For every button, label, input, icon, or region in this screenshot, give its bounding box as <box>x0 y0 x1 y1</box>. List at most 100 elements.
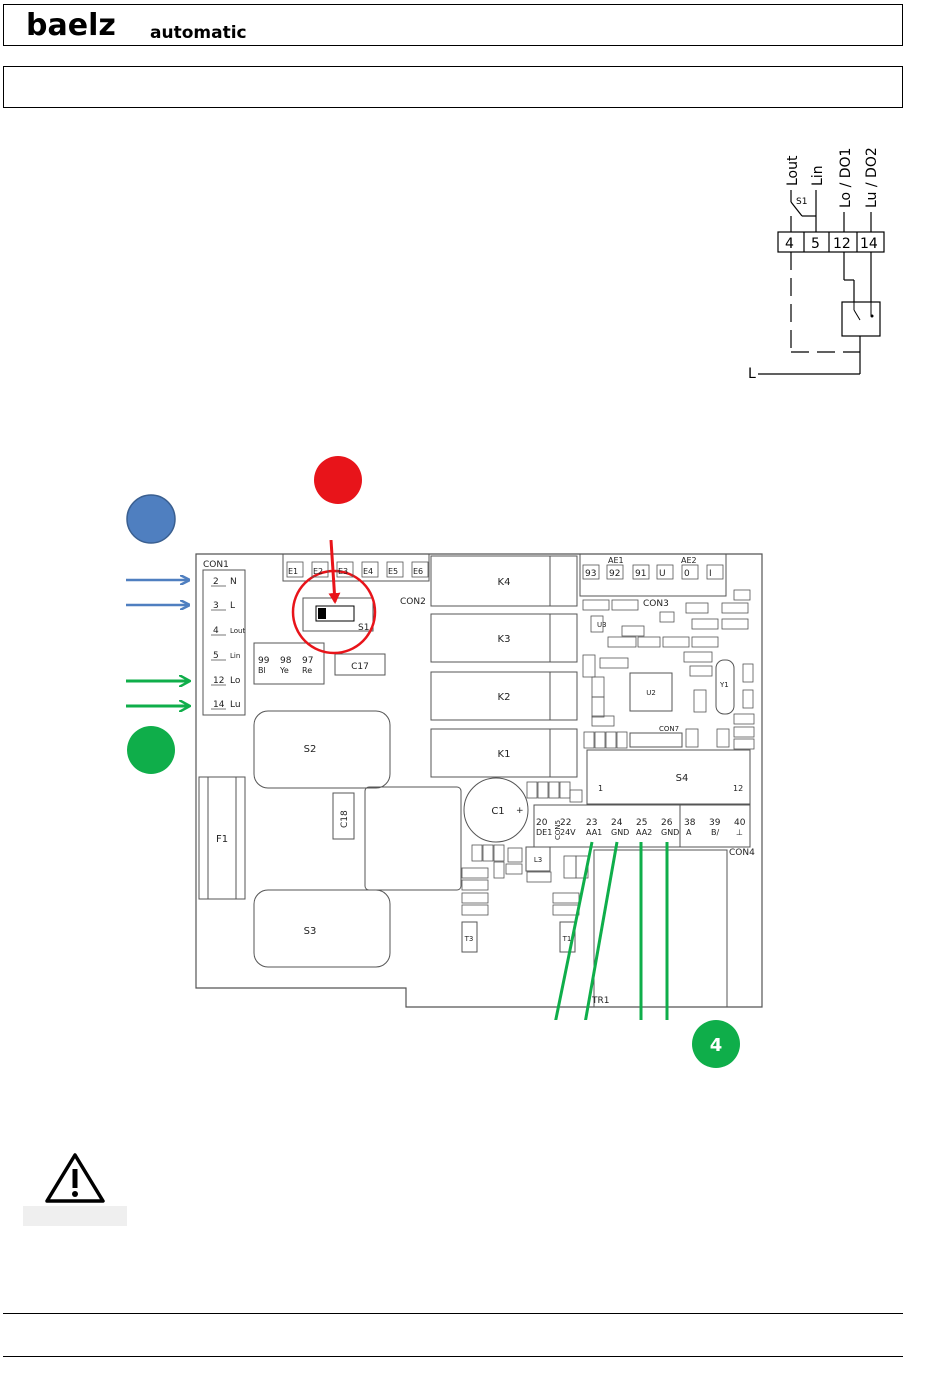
con1-pin-4: 4 <box>213 626 219 636</box>
con3-pin-92: 92 <box>609 569 620 579</box>
switch-wiring-diagram: Lout Lin Lo / DO1 Lu / DO2 S1 4 5 12 14 … <box>748 147 885 382</box>
con5-pin-22: 22 <box>560 818 571 828</box>
s4-pin-12: 12 <box>733 784 743 793</box>
switch-s1-label: S1 <box>796 197 807 207</box>
label-lout: Lout <box>785 155 801 186</box>
c1-label: C1 <box>491 806 504 817</box>
f1-label: F1 <box>216 834 228 845</box>
con2-pin-e6: E6 <box>413 567 423 576</box>
c17-label: C17 <box>351 662 369 672</box>
warning-label-box <box>23 1206 127 1226</box>
con2-pin-e1: E1 <box>288 567 298 576</box>
con5-pin-name-26: GND <box>661 828 679 837</box>
brand-logo: baelz <box>26 8 116 43</box>
footer-line-top <box>3 1313 903 1314</box>
red-arrow <box>328 540 341 604</box>
con1-pin-name-lo: Lo <box>230 676 241 686</box>
con3-label: CON3 <box>643 599 669 609</box>
con3-pin-0: 0 <box>684 569 690 579</box>
con5-pin-name-25: AA2 <box>636 828 652 837</box>
con1-pin-12: 12 <box>213 676 224 686</box>
con7-label: CON7 <box>659 725 679 733</box>
con1-pin-3: 3 <box>213 601 219 611</box>
green-number-marker <box>692 1020 740 1068</box>
t3-label: T3 <box>464 935 474 943</box>
title-bar <box>3 66 903 108</box>
led-name-bl: Bl <box>258 666 266 675</box>
con2-pin-e5: E5 <box>388 567 398 576</box>
con5-pin-name-20: DE1 <box>536 828 552 837</box>
con5-label: CON5 <box>554 820 562 840</box>
terminal-5: 5 <box>811 236 820 252</box>
con2-label: CON2 <box>400 597 426 607</box>
blue-marker <box>126 494 176 544</box>
con1-pin-name-lout: Lout <box>230 627 245 635</box>
arrow-gnd1 <box>584 841 619 1020</box>
s3-label: S3 <box>304 926 317 937</box>
con4-pin-38: 38 <box>684 818 696 828</box>
con5-pin-24: 24 <box>611 818 623 828</box>
green-marker <box>127 726 175 774</box>
red-marker <box>314 456 362 504</box>
s4-label: S4 <box>676 773 689 784</box>
con4-pin-name-38: A <box>686 828 692 837</box>
led-name-re: Re <box>302 666 312 675</box>
led-num-98: 98 <box>280 656 292 666</box>
con4-pin-40: 40 <box>734 818 746 828</box>
con5-pin-23: 23 <box>586 818 597 828</box>
con1-pin-name-lin: Lin <box>230 652 240 660</box>
led-num-97: 97 <box>302 656 313 666</box>
brand-subtitle: automatic <box>150 23 247 43</box>
con5-pin-20: 20 <box>536 818 548 828</box>
con3-pin-91: 91 <box>635 569 646 579</box>
relay-k4: K4 <box>498 577 511 588</box>
green-number-text: 4 <box>710 1035 723 1056</box>
s4-pin-1: 1 <box>598 784 603 793</box>
tr1-label: TR1 <box>591 996 609 1006</box>
ae1-label: AE1 <box>608 556 624 565</box>
con1-pin-name-n: N <box>230 577 237 587</box>
con5-pin-26: 26 <box>661 818 673 828</box>
s2-label: S2 <box>304 744 317 755</box>
l3-label: L3 <box>534 856 542 864</box>
con4-pin-name-39: B/ <box>711 828 719 837</box>
label-lin: Lin <box>810 165 826 186</box>
y1-label: Y1 <box>719 681 729 689</box>
ae2-label: AE2 <box>681 556 697 565</box>
c18-label: C18 <box>340 810 350 828</box>
con4-label: CON4 <box>729 848 755 858</box>
con1-label: CON1 <box>203 560 229 570</box>
label-lo-do1: Lo / DO1 <box>838 148 854 208</box>
t1-label: T1 <box>562 935 572 943</box>
u2-label: U2 <box>646 689 656 697</box>
con1-pin-2: 2 <box>213 577 219 587</box>
con3-pin-93: 93 <box>585 569 596 579</box>
line-l-label: L <box>748 366 756 382</box>
u3-label: U3 <box>597 621 607 629</box>
relay-k3: K3 <box>498 634 511 645</box>
con5-pin-25: 25 <box>636 818 647 828</box>
relay-k1: K1 <box>498 749 511 760</box>
con1-pin-5: 5 <box>213 651 219 661</box>
s1-label: S1 <box>358 623 369 633</box>
led-num-99: 99 <box>258 656 270 666</box>
c1-plus: + <box>516 806 524 816</box>
con1-pin-name-lu: Lu <box>230 700 241 710</box>
con5-pin-name-22: 24V <box>560 828 576 837</box>
terminal-14: 14 <box>860 236 878 252</box>
con4-pin-39: 39 <box>709 818 721 828</box>
con1-pin-name-l: L <box>230 601 235 611</box>
con4-pin-name-40: ⊥ <box>736 828 743 837</box>
con2-pin-e2: E2 <box>313 567 323 576</box>
marker-layer: 4 <box>126 456 740 1068</box>
con2-pin-e4: E4 <box>363 567 373 576</box>
terminal-4: 4 <box>785 236 794 252</box>
con3-pin-i: I <box>709 569 712 579</box>
led-name-ye: Ye <box>279 666 289 675</box>
relay-k2: K2 <box>498 692 511 703</box>
label-lu-do2: Lu / DO2 <box>864 147 880 208</box>
con2-pin-e3: E3 <box>338 567 348 576</box>
con5-pin-name-24: GND <box>611 828 629 837</box>
arrow-aa1 <box>554 841 594 1020</box>
